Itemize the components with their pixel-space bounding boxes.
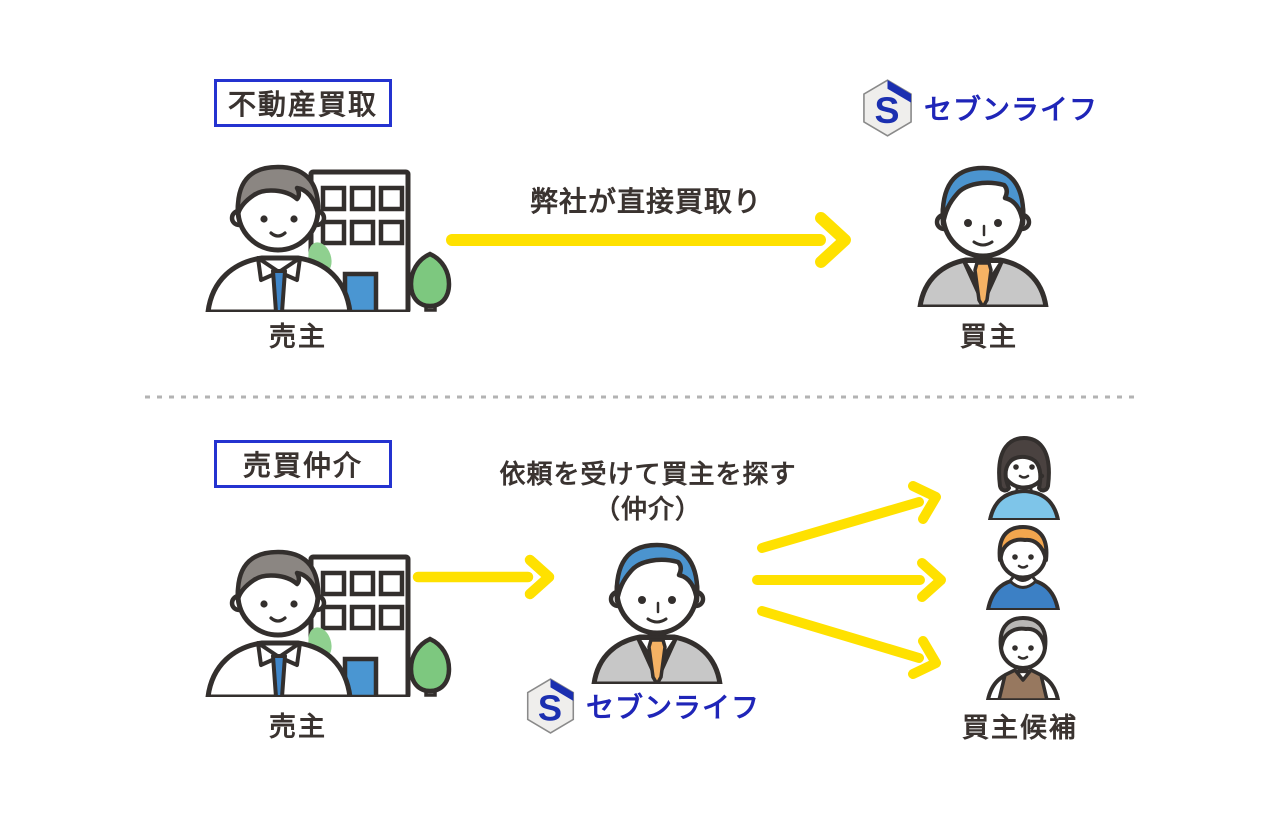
seller-man-icon bbox=[205, 549, 353, 697]
brokerage-caption-line2: （仲介） bbox=[593, 494, 702, 524]
purchase-section-title: 不動産買取 bbox=[214, 79, 392, 127]
seller-with-building-icon bbox=[205, 164, 452, 312]
request-arrow-icon bbox=[412, 554, 555, 600]
buyer-label: 買主 bbox=[960, 322, 1018, 352]
brand-name-top: セブンライフ bbox=[924, 94, 1099, 125]
brand-name-bottom: セブンライフ bbox=[586, 692, 761, 723]
agent-man-icon bbox=[591, 542, 723, 684]
logo-monogram: S bbox=[874, 89, 899, 131]
logo-monogram: S bbox=[538, 688, 562, 729]
senior-man-candidate-icon bbox=[985, 616, 1061, 700]
woman-candidate-icon bbox=[987, 436, 1061, 520]
fanout-arrow-middle-icon bbox=[752, 558, 946, 602]
purchase-arrow-caption: 弊社が直接買取り bbox=[529, 186, 762, 217]
tree-icon bbox=[408, 251, 452, 312]
candidates-label: 買主候補 bbox=[962, 713, 1078, 743]
fanout-arrow-bottom-icon bbox=[757, 606, 941, 679]
seller-with-building-icon bbox=[205, 549, 452, 697]
sevenlife-hexagon-icon: S bbox=[526, 678, 575, 734]
seller-label-top: 売主 bbox=[269, 322, 327, 352]
direct-purchase-arrow-icon bbox=[446, 212, 851, 268]
seller-label-bottom: 売主 bbox=[269, 712, 327, 742]
brokerage-caption-line1: 依頼を受けて買主を探す bbox=[499, 459, 797, 489]
buyer-man-icon bbox=[917, 165, 1049, 307]
brokerage-section-title: 売買仲介 bbox=[214, 440, 392, 488]
seller-man-icon bbox=[205, 164, 353, 312]
young-man-candidate-icon bbox=[985, 525, 1061, 610]
fanout-arrow-top-icon bbox=[757, 481, 941, 553]
brand-logo-top: S セブンライフ bbox=[860, 78, 1098, 138]
tree-icon bbox=[408, 636, 452, 697]
brand-logo-bottom: S セブンライフ bbox=[524, 677, 760, 735]
sevenlife-hexagon-icon: S bbox=[863, 79, 912, 137]
